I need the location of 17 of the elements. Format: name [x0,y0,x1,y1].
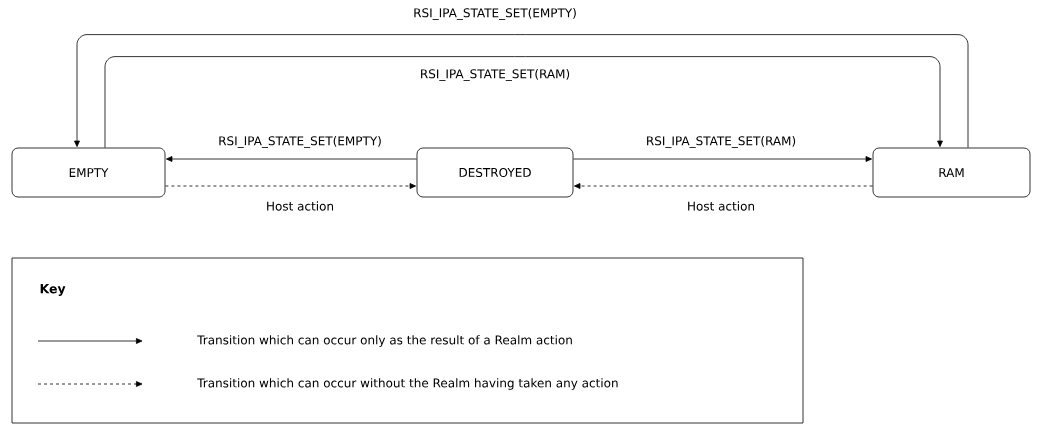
arrow [104,56,943,148]
edge-label: RSI_IPA_STATE_SET(EMPTY) [217,135,383,149]
legend-text: Transition which can occur without the Realm having taken any action [197,378,618,390]
edge-label: RSI_IPA_STATE_SET(EMPTY) [412,7,578,21]
edge-label: Host action [264,200,336,212]
arrow [74,34,969,148]
state-box: RAM [872,147,1031,198]
state-box: EMPTY [11,147,166,198]
edge-label: RSI_IPA_STATE_SET(RAM) [644,135,798,149]
arrow [165,183,416,189]
edge-label: RSI_IPA_STATE_SET(RAM) [418,68,572,82]
arrow [574,183,873,189]
state-box: DESTROYED [416,147,574,198]
edge-label: Host action [685,200,757,212]
legend-text: Transition which can occur only as the result of a Realm action [197,335,572,347]
arrow [166,156,417,162]
arrow [573,156,872,162]
